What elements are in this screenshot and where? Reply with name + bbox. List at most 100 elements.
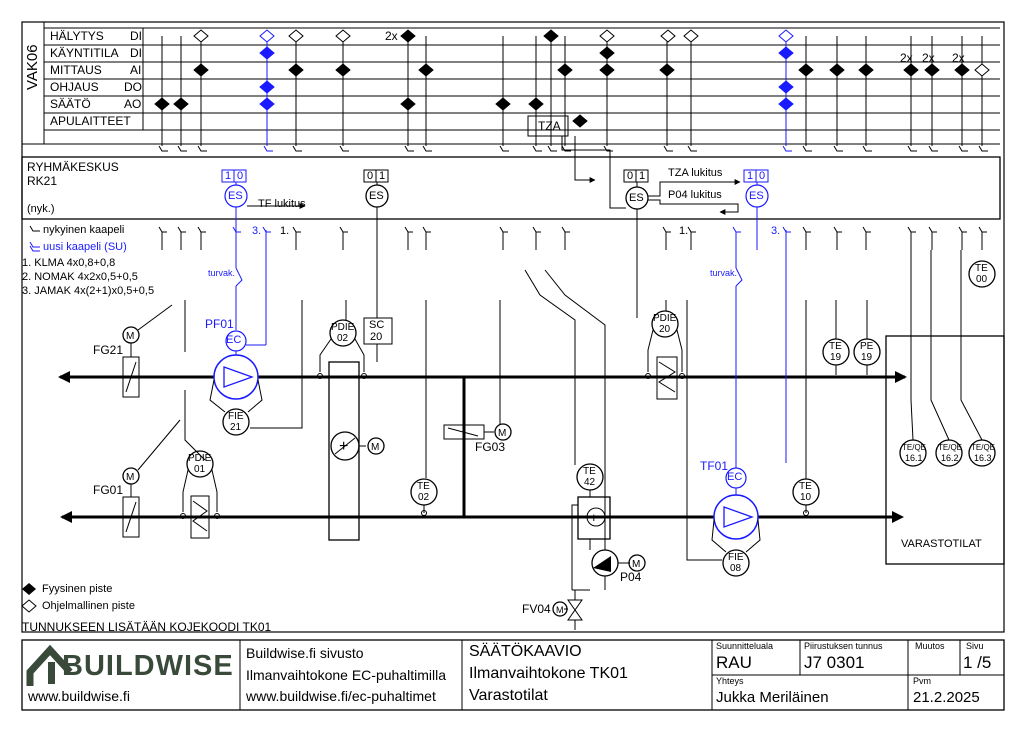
- fie21: [222, 408, 250, 436]
- tf01-label: TF01: [700, 459, 729, 473]
- cable-mark: 3.: [771, 225, 781, 237]
- physical-point: [557, 63, 573, 77]
- physical-point: [778, 97, 794, 111]
- software-point: [288, 29, 304, 43]
- cable-tick: [499, 226, 508, 250]
- fie08-tag: FIE: [728, 552, 744, 563]
- sc20-num: 20: [370, 331, 383, 343]
- pvm-value: 21.2.2025: [913, 689, 980, 706]
- cable-tick: [532, 226, 541, 250]
- es-switch-p04: [623, 169, 649, 318]
- buildwise-logo-mark: [26, 644, 73, 686]
- pf01-fan: [209, 230, 267, 436]
- pf01-ec: EC: [226, 334, 242, 346]
- cable-tick: [177, 145, 187, 152]
- cable-tick: [802, 226, 811, 250]
- cable-tick: [262, 226, 271, 250]
- switch-1: 1: [225, 170, 232, 182]
- cable-tick: [177, 226, 186, 250]
- teqe161-tag: TE/QE: [902, 443, 927, 452]
- physical-point: [335, 63, 351, 77]
- es-switch-tf01: [743, 169, 769, 250]
- physical-point: [572, 114, 588, 128]
- signal-points: [154, 29, 990, 128]
- es-tf01: ES: [749, 190, 764, 202]
- cable-mark: 3.: [252, 225, 262, 237]
- legend-note: TUNNUKSEEN LISÄTÄÄN KOJEKOODI TK01: [22, 620, 272, 634]
- sc20-box: [363, 317, 393, 345]
- logo-text: BUILDWISE: [62, 650, 234, 682]
- physical-point: [903, 63, 919, 77]
- fv04-label: FV04: [522, 602, 551, 616]
- legend-cable-3: 3. JAMAK 4x(2+1)x0,5+0,5: [22, 285, 155, 297]
- site-url: www.buildwise.fi: [28, 688, 130, 704]
- legend-software: Ohjelmallinen piste: [42, 600, 135, 612]
- software-point: [259, 29, 275, 43]
- cable-tick: [663, 145, 673, 152]
- cable-tick: [928, 145, 938, 152]
- rk21-box: [21, 156, 1001, 220]
- software-point-symbol: [21, 599, 37, 613]
- drawing-title: SÄÄTÖKAAVIO: [469, 643, 582, 660]
- new-cable-symbol: [29, 241, 40, 252]
- p04-lukitus: P04 lukitus: [668, 189, 722, 201]
- cable-tick: [907, 145, 917, 152]
- physical-point: [528, 97, 544, 111]
- es-sc20: ES: [369, 190, 384, 202]
- tunnus-value: J7 0301: [804, 653, 865, 672]
- row-saato: SÄÄTÖ: [50, 97, 91, 111]
- es-pf01: ES: [228, 190, 243, 202]
- cable-tick: [232, 226, 241, 250]
- legend-old-cable: nykyinen kaapeli: [43, 224, 125, 236]
- row-halytys: HÄLYTYS: [50, 29, 104, 43]
- physical-point: [173, 97, 189, 111]
- tf01-ec: EC: [727, 471, 743, 483]
- multiplier-2x: 2x: [385, 29, 398, 43]
- svg-text:M: M: [556, 605, 564, 615]
- yhteys-label: Yhteys: [716, 676, 744, 686]
- pdie01-tag: PDIE: [188, 453, 212, 464]
- legend-physical: Fyysinen piste: [42, 583, 113, 595]
- cable-tick: [782, 226, 791, 250]
- multiplier-2x: 2x: [922, 51, 935, 65]
- sivu-value: 1 /5: [963, 653, 992, 672]
- old-cable-symbol: [29, 225, 40, 232]
- tunnus-label: Piirustuksen tunnus: [804, 641, 883, 651]
- signal-matrix: [21, 21, 1000, 145]
- switch-0: 0: [627, 170, 634, 182]
- rk-title: RYHMÄKESKUS: [27, 160, 119, 174]
- fie21-num: 21: [230, 422, 242, 433]
- software-point: [778, 29, 794, 43]
- tf-lukitus: TF lukitus: [258, 198, 306, 210]
- te00-tag: TE: [975, 263, 988, 274]
- switch-0: 0: [759, 170, 766, 182]
- cable-mark: 1.: [679, 225, 689, 237]
- cable-tick: [404, 145, 414, 152]
- teqe161-num: 16.1: [905, 453, 923, 463]
- physical-point: [778, 80, 794, 94]
- row-ohjaus: OHJAUS: [50, 80, 99, 94]
- tza-label: TZA: [538, 119, 561, 133]
- cable-tick: [422, 226, 431, 250]
- pf01-label: PF01: [205, 317, 234, 331]
- tza-lukitus: TZA lukitus: [668, 167, 723, 179]
- suunnitteluala-label: Suunnitteluala: [716, 641, 774, 651]
- physical-point: [418, 63, 434, 77]
- title-block: [21, 639, 1005, 711]
- pe19-tag: PE: [860, 341, 874, 352]
- info-line-1: Buildwise.fi sivusto: [246, 645, 364, 661]
- physical-point: [259, 46, 275, 60]
- svg-text:M: M: [498, 428, 506, 439]
- cable-ticks: [158, 226, 987, 250]
- pdie20-num: 20: [659, 324, 671, 335]
- te19-num: 19: [830, 352, 842, 363]
- physical-point: [193, 63, 209, 77]
- cable-tick: [958, 226, 967, 250]
- switch-0: 0: [237, 170, 244, 182]
- es-switch-sc20: [363, 169, 389, 318]
- fv04-valve: [567, 599, 583, 621]
- cable-tick: [292, 226, 301, 250]
- turvak-pf01: turvak.: [208, 268, 236, 278]
- svg-text:M: M: [126, 331, 134, 342]
- drawing-subtitle: Ilmanvaihtokone TK01: [469, 665, 628, 682]
